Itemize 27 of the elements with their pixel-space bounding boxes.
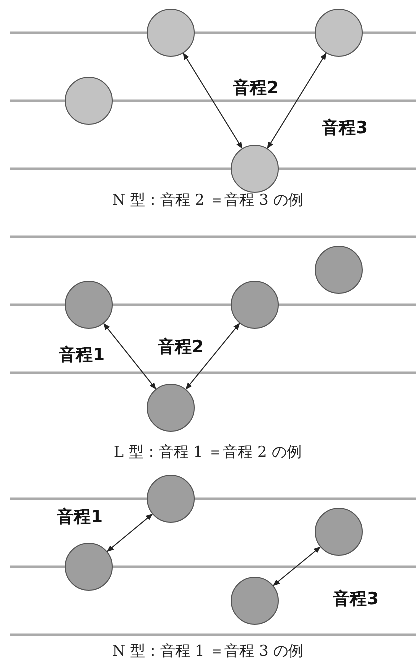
double-arrow: [186, 323, 240, 390]
note-circle: [65, 543, 113, 591]
double-arrow: [106, 514, 154, 552]
note-circle: [315, 508, 363, 556]
interval-label: 音程1: [59, 344, 105, 366]
caption: N 型：音程 2 ＝音程 3 の例: [112, 191, 304, 210]
note-circle: [315, 9, 363, 57]
double-arrow: [273, 546, 321, 586]
note-circle: [231, 577, 279, 625]
note-circle: [65, 77, 113, 125]
interval-label: 音程1: [57, 506, 103, 528]
note-circle: [231, 145, 279, 193]
double-arrow: [183, 52, 243, 150]
note-circle: [147, 9, 195, 57]
double-arrow: [267, 52, 327, 150]
caption: L 型：音程 1 ＝音程 2 の例: [114, 443, 302, 462]
note-circle: [231, 281, 279, 329]
caption: N 型：音程 1 ＝音程 3 の例: [112, 642, 304, 661]
note-circle: [65, 281, 113, 329]
note-circle: [315, 246, 363, 294]
note-circle: [147, 384, 195, 432]
note-circle: [147, 475, 195, 523]
interval-label: 音程3: [333, 588, 379, 610]
double-arrow: [103, 323, 157, 390]
interval-label: 音程3: [322, 118, 368, 140]
interval-label: 音程2: [158, 336, 204, 358]
interval-label: 音程2: [233, 78, 279, 100]
